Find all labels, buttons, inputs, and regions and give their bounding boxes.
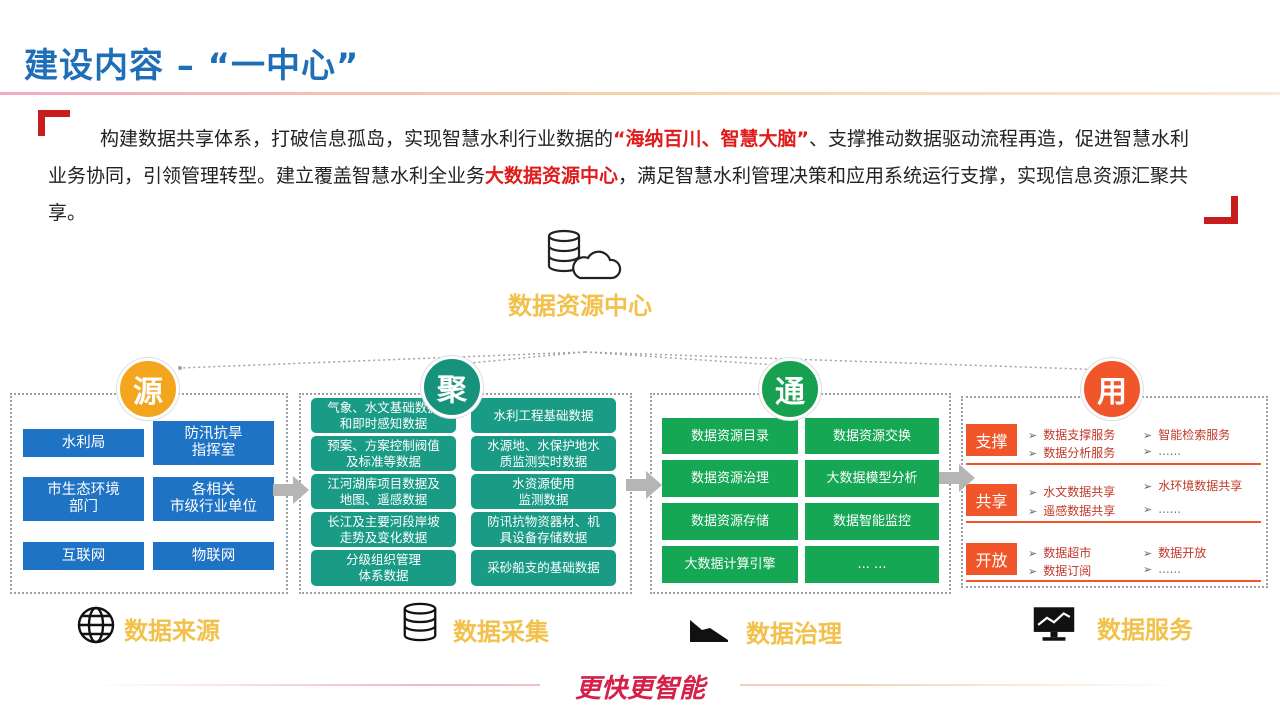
collect-item: 预案、方案控制阀值 及标准等数据: [311, 436, 456, 471]
title-divider: [0, 92, 1280, 95]
chart-area-icon: [690, 620, 728, 642]
source-item: 物联网: [153, 542, 274, 570]
service-item: ➢数据开放: [1143, 546, 1207, 560]
collect-item: 水资源使用 监测数据: [471, 474, 616, 509]
chevron-right-icon: ➢: [1143, 503, 1153, 516]
service-item: ➢水文数据共享: [1028, 485, 1116, 499]
intro-highlight-2: 大数据资源中心: [485, 165, 619, 187]
stage-caption-source: 数据来源: [124, 617, 220, 645]
collect-item: 气象、水文基础数据 和即时感知数据: [311, 398, 456, 433]
service-item: ➢数据分析服务: [1028, 446, 1116, 460]
chevron-right-icon: ➢: [1028, 486, 1038, 499]
collect-item: 水利工程基础数据: [471, 398, 616, 433]
service-label-open: 开放: [966, 543, 1017, 575]
chevron-right-icon: ➢: [1143, 429, 1153, 442]
source-item: 市生态环境 部门: [23, 477, 144, 521]
globe-icon: [77, 606, 115, 644]
govern-item: 大数据计算引擎: [662, 546, 798, 583]
collect-item: 采砂船支的基础数据: [471, 550, 616, 586]
govern-item: 数据资源交换: [805, 418, 939, 454]
service-item: ➢遥感数据共享: [1028, 504, 1116, 518]
intro-text-1: 构建数据共享体系，打破信息孤岛，实现智慧水利行业数据的: [100, 128, 614, 150]
intro-highlight-1: “海纳百川、智慧大脑”: [613, 128, 809, 150]
chevron-right-icon: ➢: [1143, 445, 1153, 458]
service-item: ➢数据支撑服务: [1028, 428, 1116, 442]
chevron-right-icon: ➢: [1028, 547, 1038, 560]
stage-badge-source: 源: [117, 358, 179, 420]
stage-badge-govern: 通: [759, 358, 821, 420]
database-icon: [403, 602, 437, 642]
service-label-share: 共享: [966, 484, 1017, 516]
collect-item: 分级组织管理 体系数据: [311, 550, 456, 586]
intro-text-3: ，满足智慧水利管理决策和应用系统运行支撑，实现信息资源汇聚共享。: [48, 165, 1189, 224]
center-title: 数据资源中心: [508, 292, 652, 320]
stage-caption-govern: 数据治理: [746, 620, 842, 648]
monitor-icon: [1033, 607, 1075, 641]
database-cloud-icon: [547, 229, 622, 280]
govern-item: 数据资源目录: [662, 418, 798, 454]
stage-caption-service: 数据服务: [1097, 616, 1193, 644]
service-item: ➢......: [1143, 502, 1182, 516]
service-divider: [966, 580, 1261, 582]
service-item: ➢......: [1143, 562, 1182, 576]
source-item: 互联网: [23, 542, 144, 570]
arrow-right-icon: [939, 464, 975, 492]
footer-slogan: 更快更智能: [540, 668, 740, 705]
service-divider: [966, 463, 1261, 465]
chevron-right-icon: ➢: [1028, 565, 1038, 578]
govern-item: 数据智能监控: [805, 503, 939, 540]
arrow-right-icon: [626, 471, 662, 499]
collect-item: 防讯抗物资器材、机 具设备存储数据: [471, 512, 616, 547]
service-item: ➢......: [1143, 444, 1182, 458]
collect-item: 水源地、水保护地水 质监测实时数据: [471, 436, 616, 471]
govern-item: 数据资源存储: [662, 503, 798, 540]
service-label-support: 支撑: [966, 424, 1017, 456]
arrow-right-icon: [273, 476, 309, 504]
chevron-right-icon: ➢: [1028, 429, 1038, 442]
page-title: 建设内容 – “一中心”: [24, 46, 360, 86]
source-item: 各相关 市级行业单位: [153, 477, 274, 521]
chevron-right-icon: ➢: [1143, 480, 1153, 493]
intro-text-2: 、支撑推动数据驱动流程再造，促进智慧水利业务协同，引领管理转型。建立覆盖智慧水利…: [48, 128, 1190, 187]
chevron-right-icon: ➢: [1028, 447, 1038, 460]
chevron-right-icon: ➢: [1028, 505, 1038, 518]
stage-badge-service: 用: [1081, 358, 1143, 420]
service-divider: [966, 521, 1261, 523]
govern-item: 数据资源治理: [662, 460, 798, 497]
source-item: 水利局: [23, 429, 144, 457]
source-item: 防汛抗旱 指挥室: [153, 421, 274, 465]
chevron-right-icon: ➢: [1143, 563, 1153, 576]
service-item: ➢数据超市: [1028, 546, 1092, 560]
stage-badge-collect: 聚: [421, 356, 483, 418]
service-item: ➢数据订阅: [1028, 564, 1092, 578]
service-item: ➢智能检索服务: [1143, 428, 1231, 442]
intro-paragraph: 构建数据共享体系，打破信息孤岛，实现智慧水利行业数据的“海纳百川、智慧大脑”、支…: [48, 121, 1198, 232]
govern-item: ... ...: [805, 546, 939, 583]
service-item: ➢水环境数据共享: [1143, 479, 1243, 493]
corner-bracket-bottom-right: [1204, 196, 1238, 224]
corner-bracket-top-left: [38, 110, 70, 136]
collect-item: 长江及主要河段岸坡 走势及变化数据: [311, 512, 456, 547]
chevron-right-icon: ➢: [1143, 547, 1153, 560]
govern-item: 大数据模型分析: [805, 460, 939, 497]
stage-caption-collect: 数据采集: [453, 618, 549, 646]
collect-item: 江河湖库项目数据及 地图、遥感数据: [311, 474, 456, 509]
